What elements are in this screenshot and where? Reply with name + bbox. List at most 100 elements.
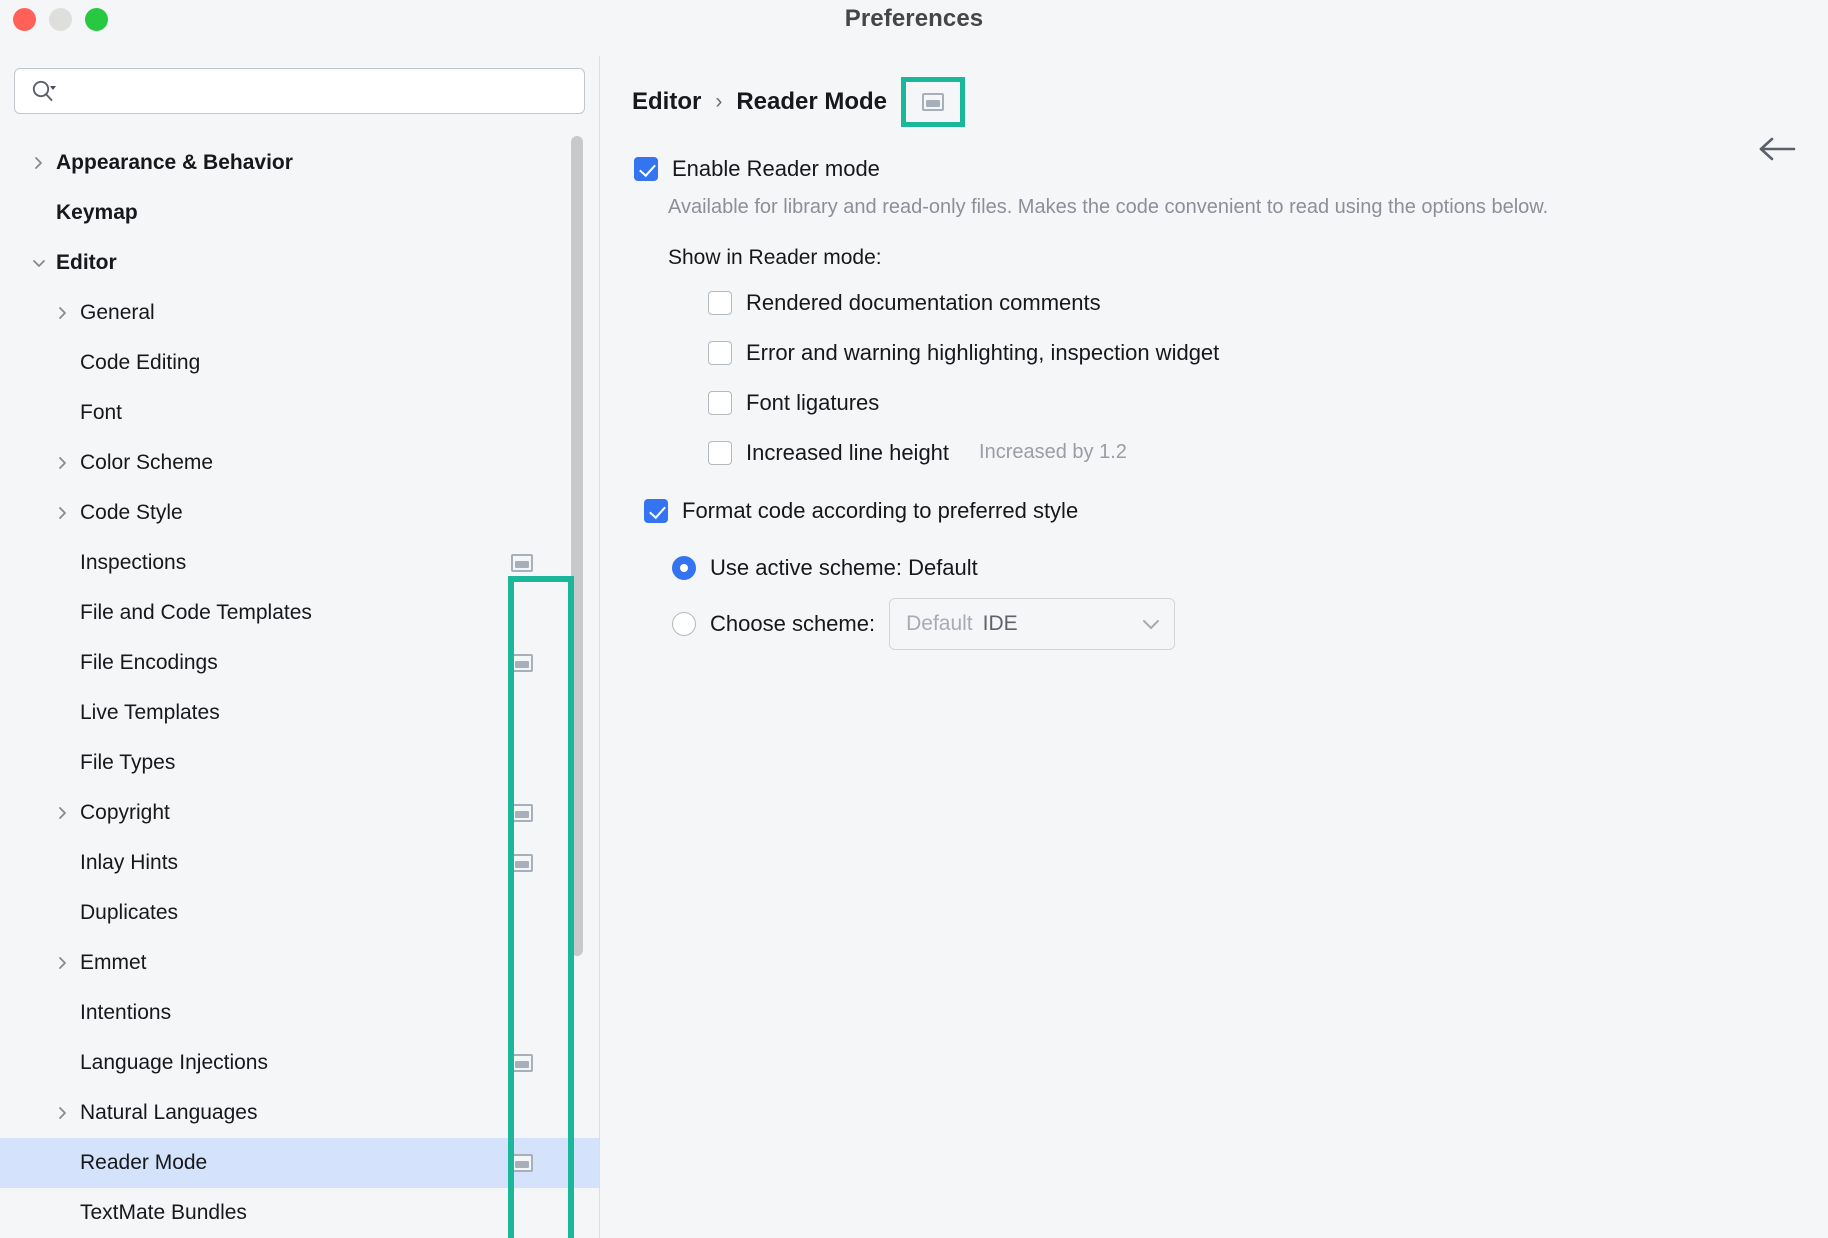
enable-reader-mode-checkbox[interactable] xyxy=(634,157,658,181)
sidebar-item-duplicates[interactable]: Duplicates xyxy=(0,888,599,938)
scheme-dropdown-value: IDE xyxy=(982,611,1018,635)
sidebar-item-intentions[interactable]: Intentions xyxy=(0,988,599,1038)
sidebar-item-color-scheme[interactable]: Color Scheme xyxy=(0,438,599,488)
breadcrumb: Editor › Reader Mode xyxy=(600,56,1828,128)
sidebar-item-reader-mode[interactable]: Reader Mode xyxy=(0,1138,599,1188)
choose-scheme-radio[interactable] xyxy=(672,611,696,636)
show-option-checkbox[interactable] xyxy=(708,290,732,315)
zoom-button[interactable] xyxy=(85,8,108,31)
show-option-checkbox[interactable] xyxy=(708,340,732,365)
chevron-right-icon[interactable] xyxy=(50,455,76,471)
chevron-right-icon[interactable] xyxy=(50,1105,76,1121)
sidebar-item-editor[interactable]: Editor xyxy=(0,238,599,288)
sidebar-item-label: Language Injections xyxy=(80,1051,268,1074)
show-option-row[interactable]: Font ligatures xyxy=(708,378,1828,428)
chevron-down-icon[interactable] xyxy=(26,255,52,271)
sidebar-item-label: Font xyxy=(80,401,123,424)
sidebar-item-copyright[interactable]: Copyright xyxy=(0,788,599,838)
project-level-settings-icon[interactable] xyxy=(511,1154,533,1172)
breadcrumb-current: Reader Mode xyxy=(736,88,888,115)
sidebar-item-live-templates[interactable]: Live Templates xyxy=(0,688,599,738)
sidebar-item-code-style[interactable]: Code Style xyxy=(0,488,599,538)
project-level-settings-icon[interactable] xyxy=(511,554,533,572)
sidebar-item-label: File Encodings xyxy=(80,651,218,674)
format-code-block: Format code according to preferred style… xyxy=(634,492,1828,652)
sidebar-scrollbar-thumb[interactable] xyxy=(571,136,583,956)
back-arrow-icon[interactable] xyxy=(1756,134,1798,164)
chevron-right-icon[interactable] xyxy=(50,955,76,971)
show-option-label: Font ligatures xyxy=(746,389,880,415)
project-level-settings-icon[interactable] xyxy=(922,93,945,111)
enable-reader-mode-label: Enable Reader mode xyxy=(672,156,880,181)
choose-scheme-row[interactable]: Choose scheme: Default IDE xyxy=(672,596,1828,652)
sidebar-item-inlay-hints[interactable]: Inlay Hints xyxy=(0,838,599,888)
chevron-right-icon[interactable] xyxy=(50,505,76,521)
sidebar-item-general[interactable]: General xyxy=(0,288,599,338)
chevron-right-icon[interactable] xyxy=(50,805,76,821)
scheme-radio-group: Use active scheme: Default Choose scheme… xyxy=(672,540,1828,652)
close-button[interactable] xyxy=(13,8,36,31)
scheme-dropdown[interactable]: Default IDE xyxy=(889,597,1176,650)
project-level-settings-icon[interactable] xyxy=(511,804,533,822)
sidebar-item-file-and-code-templates[interactable]: File and Code Templates xyxy=(0,588,599,638)
sidebar-item-file-types[interactable]: File Types xyxy=(0,738,599,788)
format-code-label: Format code according to preferred style xyxy=(682,497,1079,523)
sidebar-item-label: Code Editing xyxy=(80,351,201,374)
show-option-checkbox[interactable] xyxy=(708,440,732,465)
chevron-right-icon[interactable] xyxy=(50,305,76,321)
enable-reader-mode-row[interactable]: Enable Reader mode xyxy=(634,150,1828,188)
show-option-label: Rendered documentation comments xyxy=(746,289,1101,315)
sidebar-item-label: Duplicates xyxy=(80,901,179,924)
annotation-highlight-settings-icon xyxy=(901,77,966,127)
window-title: Preferences xyxy=(844,5,984,32)
sidebar-item-label: Emmet xyxy=(80,951,147,974)
show-option-checkbox[interactable] xyxy=(708,390,732,415)
use-active-scheme-row[interactable]: Use active scheme: Default xyxy=(672,540,1828,596)
sidebar-item-emmet[interactable]: Emmet xyxy=(0,938,599,988)
choose-scheme-label: Choose scheme: xyxy=(710,610,876,636)
search-box[interactable] xyxy=(14,68,585,114)
format-code-row[interactable]: Format code according to preferred style xyxy=(644,492,1828,530)
use-active-scheme-label: Use active scheme: Default xyxy=(710,554,978,580)
project-level-settings-icon[interactable] xyxy=(511,854,533,872)
project-level-settings-icon[interactable] xyxy=(511,654,533,672)
format-code-checkbox[interactable] xyxy=(644,498,668,523)
sidebar-item-label: Inspections xyxy=(80,551,187,574)
sidebar-item-label: Natural Languages xyxy=(80,1101,258,1124)
use-active-scheme-radio[interactable] xyxy=(672,555,696,580)
sidebar-item-font[interactable]: Font xyxy=(0,388,599,438)
search-input[interactable] xyxy=(57,81,584,101)
search-container xyxy=(0,56,599,114)
chevron-down-icon xyxy=(1140,617,1162,631)
project-level-settings-icon[interactable] xyxy=(511,1054,533,1072)
sidebar-item-language-injections[interactable]: Language Injections xyxy=(0,1038,599,1088)
sidebar-item-label: Keymap xyxy=(56,201,138,224)
show-in-reader-mode-label: Show in Reader mode: xyxy=(668,245,882,269)
show-option-row[interactable]: Error and warning highlighting, inspecti… xyxy=(708,328,1828,378)
sidebar-item-keymap[interactable]: Keymap xyxy=(0,188,599,238)
sidebar-item-textmate-bundles[interactable]: TextMate Bundles xyxy=(0,1188,599,1238)
minimize-button[interactable] xyxy=(49,8,72,31)
sidebar-item-label: TextMate Bundles xyxy=(80,1201,247,1224)
breadcrumb-parent[interactable]: Editor xyxy=(632,88,702,115)
sidebar-item-appearance-behavior[interactable]: Appearance & Behavior xyxy=(0,138,599,188)
sidebar-item-label: Live Templates xyxy=(80,701,220,724)
sidebar-item-file-encodings[interactable]: File Encodings xyxy=(0,638,599,688)
reader-mode-settings: Enable Reader mode Available for library… xyxy=(600,128,1828,652)
window-controls xyxy=(13,8,108,31)
sidebar-item-label: File and Code Templates xyxy=(80,601,312,624)
sidebar-item-label: Editor xyxy=(56,251,117,274)
sidebar-scrollbar-track[interactable] xyxy=(571,136,583,1058)
chevron-right-icon[interactable] xyxy=(26,155,52,171)
show-option-hint: Increased by 1.2 xyxy=(979,441,1127,464)
sidebar-item-inspections[interactable]: Inspections xyxy=(0,538,599,588)
sidebar-item-label: Color Scheme xyxy=(80,451,214,474)
sidebar-item-natural-languages[interactable]: Natural Languages xyxy=(0,1088,599,1138)
show-option-row[interactable]: Rendered documentation comments xyxy=(708,278,1828,328)
sidebar-item-code-editing[interactable]: Code Editing xyxy=(0,338,599,388)
